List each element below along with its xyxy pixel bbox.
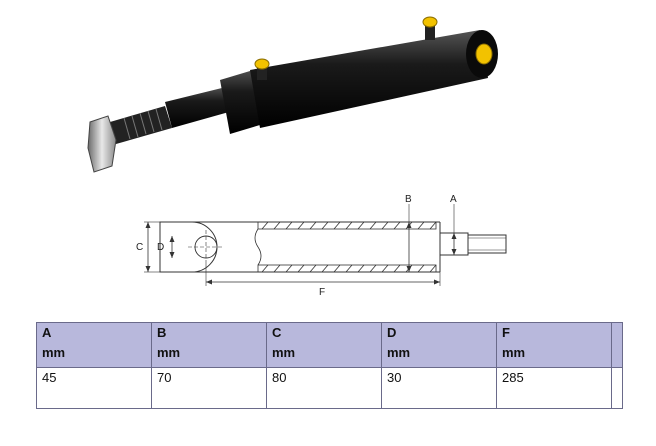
cell-b: 70: [151, 367, 267, 409]
port-fitting-front: [254, 58, 270, 80]
rear-port-fitting: [475, 43, 493, 65]
rod-thread: [110, 106, 172, 144]
dim-label-a: A: [450, 194, 457, 205]
header-letter: F: [502, 325, 510, 340]
cell-d: 30: [381, 367, 497, 409]
header-letter: B: [157, 325, 167, 340]
cell-c: 80: [266, 367, 382, 409]
cylinder-barrel: [250, 30, 488, 128]
dim-label-d: D: [157, 242, 164, 253]
header-unit: mm: [387, 345, 411, 360]
header-unit: mm: [502, 345, 526, 360]
cell-a: 45: [36, 367, 152, 409]
table-row: 45 70 80 30 285: [36, 367, 623, 409]
cell-f: 285: [496, 367, 612, 409]
hex-nut: [87, 115, 117, 173]
header-unit: mm: [272, 345, 296, 360]
dim-label-c: C: [136, 242, 143, 253]
header-unit: mm: [42, 345, 66, 360]
header-stub: [611, 322, 623, 368]
header-letter: A: [42, 325, 52, 340]
cell-stub: [611, 367, 623, 409]
piston-rod: [165, 86, 236, 128]
header-letter: C: [272, 325, 282, 340]
port-fitting-rear: [422, 16, 438, 40]
dim-label-f: F: [319, 287, 325, 298]
header-unit: mm: [157, 345, 181, 360]
header-letter: D: [387, 325, 397, 340]
dimension-drawing: C D B A F: [136, 194, 507, 298]
dim-label-b: B: [405, 194, 412, 205]
hydraulic-cylinder-photo: [87, 16, 498, 173]
